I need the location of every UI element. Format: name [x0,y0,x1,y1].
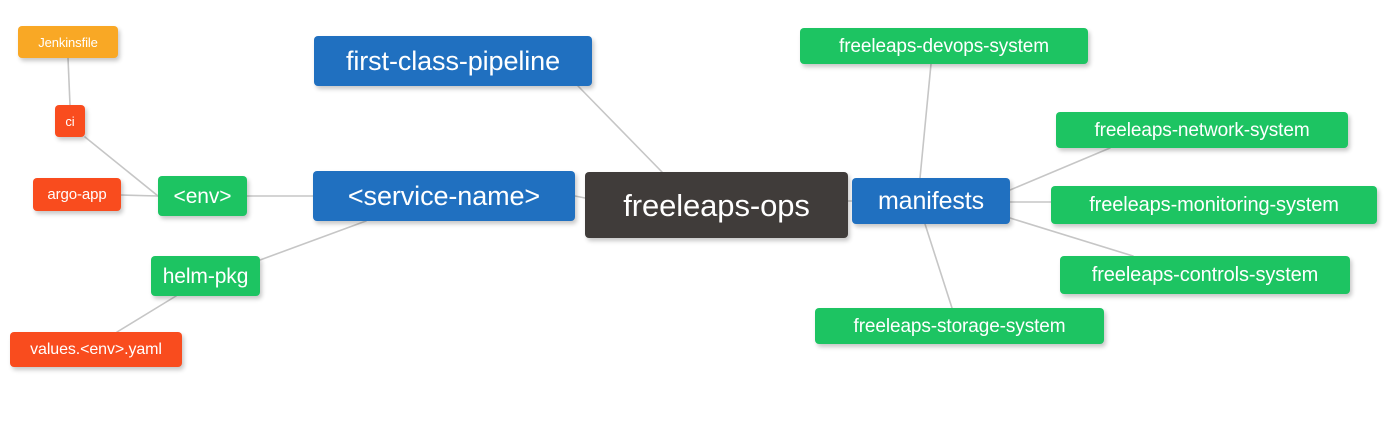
node-freeleaps-network-system[interactable]: freeleaps-network-system [1056,112,1348,148]
edge-firstclasspipeline-freeleapsops [577,85,663,173]
node-helm-pkg[interactable]: helm-pkg [151,256,260,296]
node-label-freeleaps-controls-system: freeleaps-controls-system [1091,264,1319,286]
node-first-class-pipeline[interactable]: first-class-pipeline [314,36,592,86]
edge-argoapp-env [120,194,159,197]
node-label-freeleaps-network-system: freeleaps-network-system [1094,119,1310,141]
node-freeleaps-storage-system[interactable]: freeleaps-storage-system [815,308,1104,344]
edge-manifests-network [1009,147,1111,191]
node-label-first-class-pipeline: first-class-pipeline [345,45,561,76]
node-label-env: <env> [173,184,232,208]
node-freeleaps-monitoring-system[interactable]: freeleaps-monitoring-system [1051,186,1377,224]
edge-servicename-freeleapsops [574,195,586,199]
node-freeleaps-ops[interactable]: freeleaps-ops [585,172,848,238]
node-ci[interactable]: ci [55,105,85,137]
node-label-ci: ci [65,113,75,129]
node-argo-app[interactable]: argo-app [33,178,121,211]
node-service-name[interactable]: <service-name> [313,171,575,221]
node-label-jenkinsfile: Jenkinsfile [38,34,98,50]
node-label-argo-app: argo-app [47,186,107,203]
node-label-service-name: <service-name> [347,180,541,211]
node-label-values-env-yaml: values.<env>.yaml [30,340,162,358]
edge-manifests-devops [919,63,932,179]
node-label-helm-pkg: helm-pkg [162,264,249,288]
node-jenkinsfile[interactable]: Jenkinsfile [18,26,118,58]
edge-manifests-storage [924,223,953,309]
node-label-manifests: manifests [877,186,985,215]
edge-helmpkg-servicename [259,220,367,261]
node-label-freeleaps-storage-system: freeleaps-storage-system [853,315,1066,337]
node-manifests[interactable]: manifests [852,178,1010,224]
edge-jenkinsfile-ci [67,57,71,106]
node-label-freeleaps-devops-system: freeleaps-devops-system [839,35,1049,57]
node-label-freeleaps-ops: freeleaps-ops [623,187,810,223]
edge-valuesyaml-helmpkg [116,295,177,333]
node-values-env-yaml[interactable]: values.<env>.yaml [10,332,182,367]
node-freeleaps-controls-system[interactable]: freeleaps-controls-system [1060,256,1350,294]
node-env[interactable]: <env> [158,176,247,216]
node-label-freeleaps-monitoring-system: freeleaps-monitoring-system [1089,194,1339,216]
node-freeleaps-devops-system[interactable]: freeleaps-devops-system [800,28,1088,64]
